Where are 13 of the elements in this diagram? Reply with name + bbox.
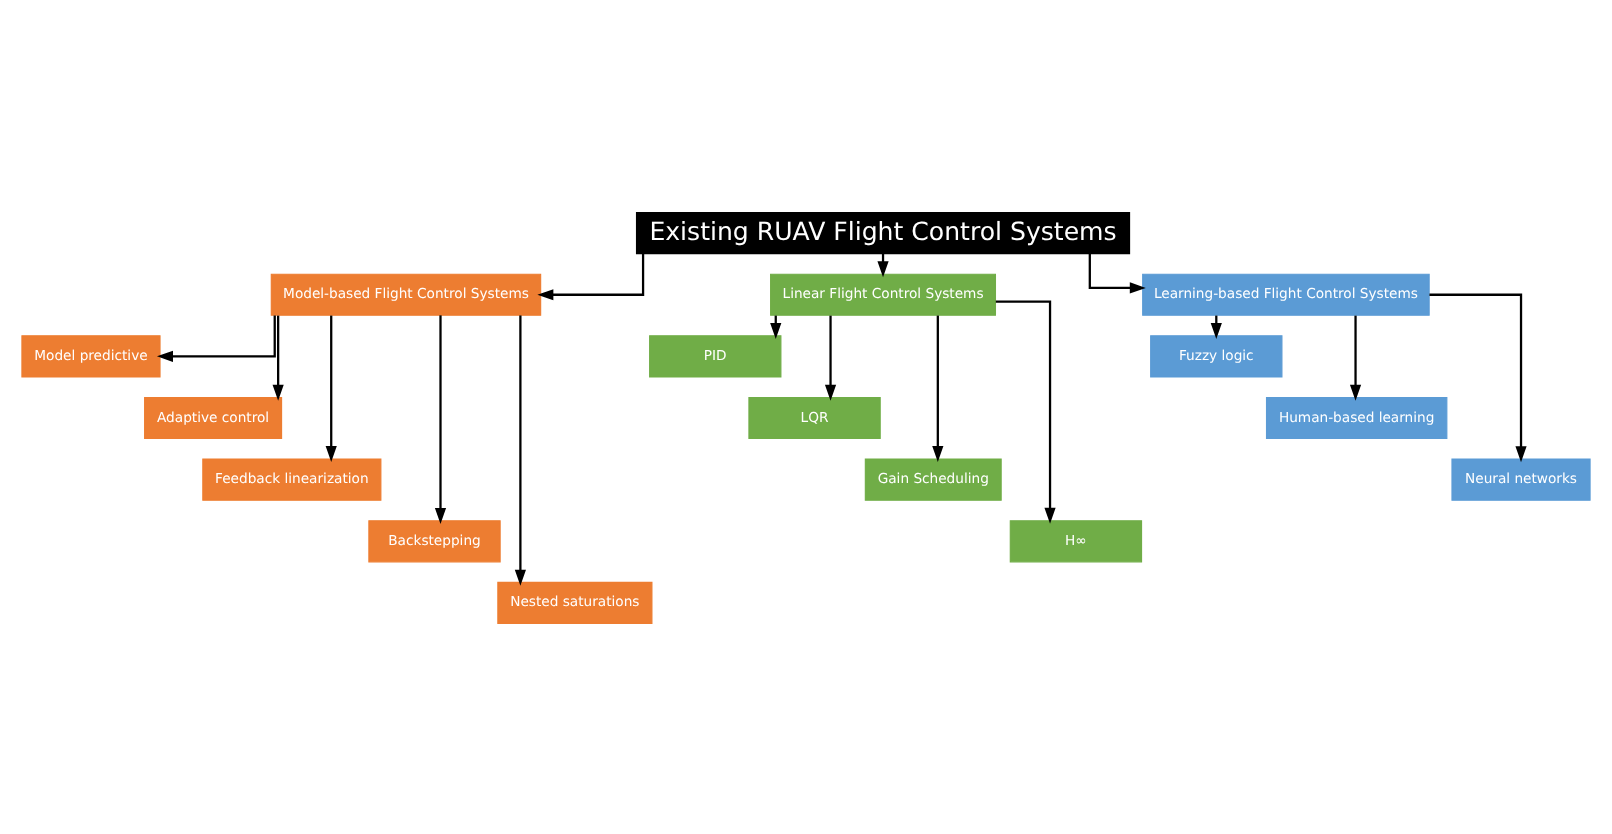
arrow [932, 314, 944, 461]
node-box: Existing RUAV Flight Control Systems [635, 211, 1131, 254]
arrow [157, 314, 276, 361]
arrow [272, 314, 284, 400]
arrow [1088, 252, 1146, 293]
arrow [824, 314, 837, 400]
arrow [1429, 292, 1527, 462]
arrow [537, 252, 645, 300]
arrow [325, 314, 337, 461]
arrow [995, 299, 1056, 523]
arrow [434, 314, 447, 523]
arrow [1349, 314, 1362, 400]
arrow [514, 314, 526, 585]
